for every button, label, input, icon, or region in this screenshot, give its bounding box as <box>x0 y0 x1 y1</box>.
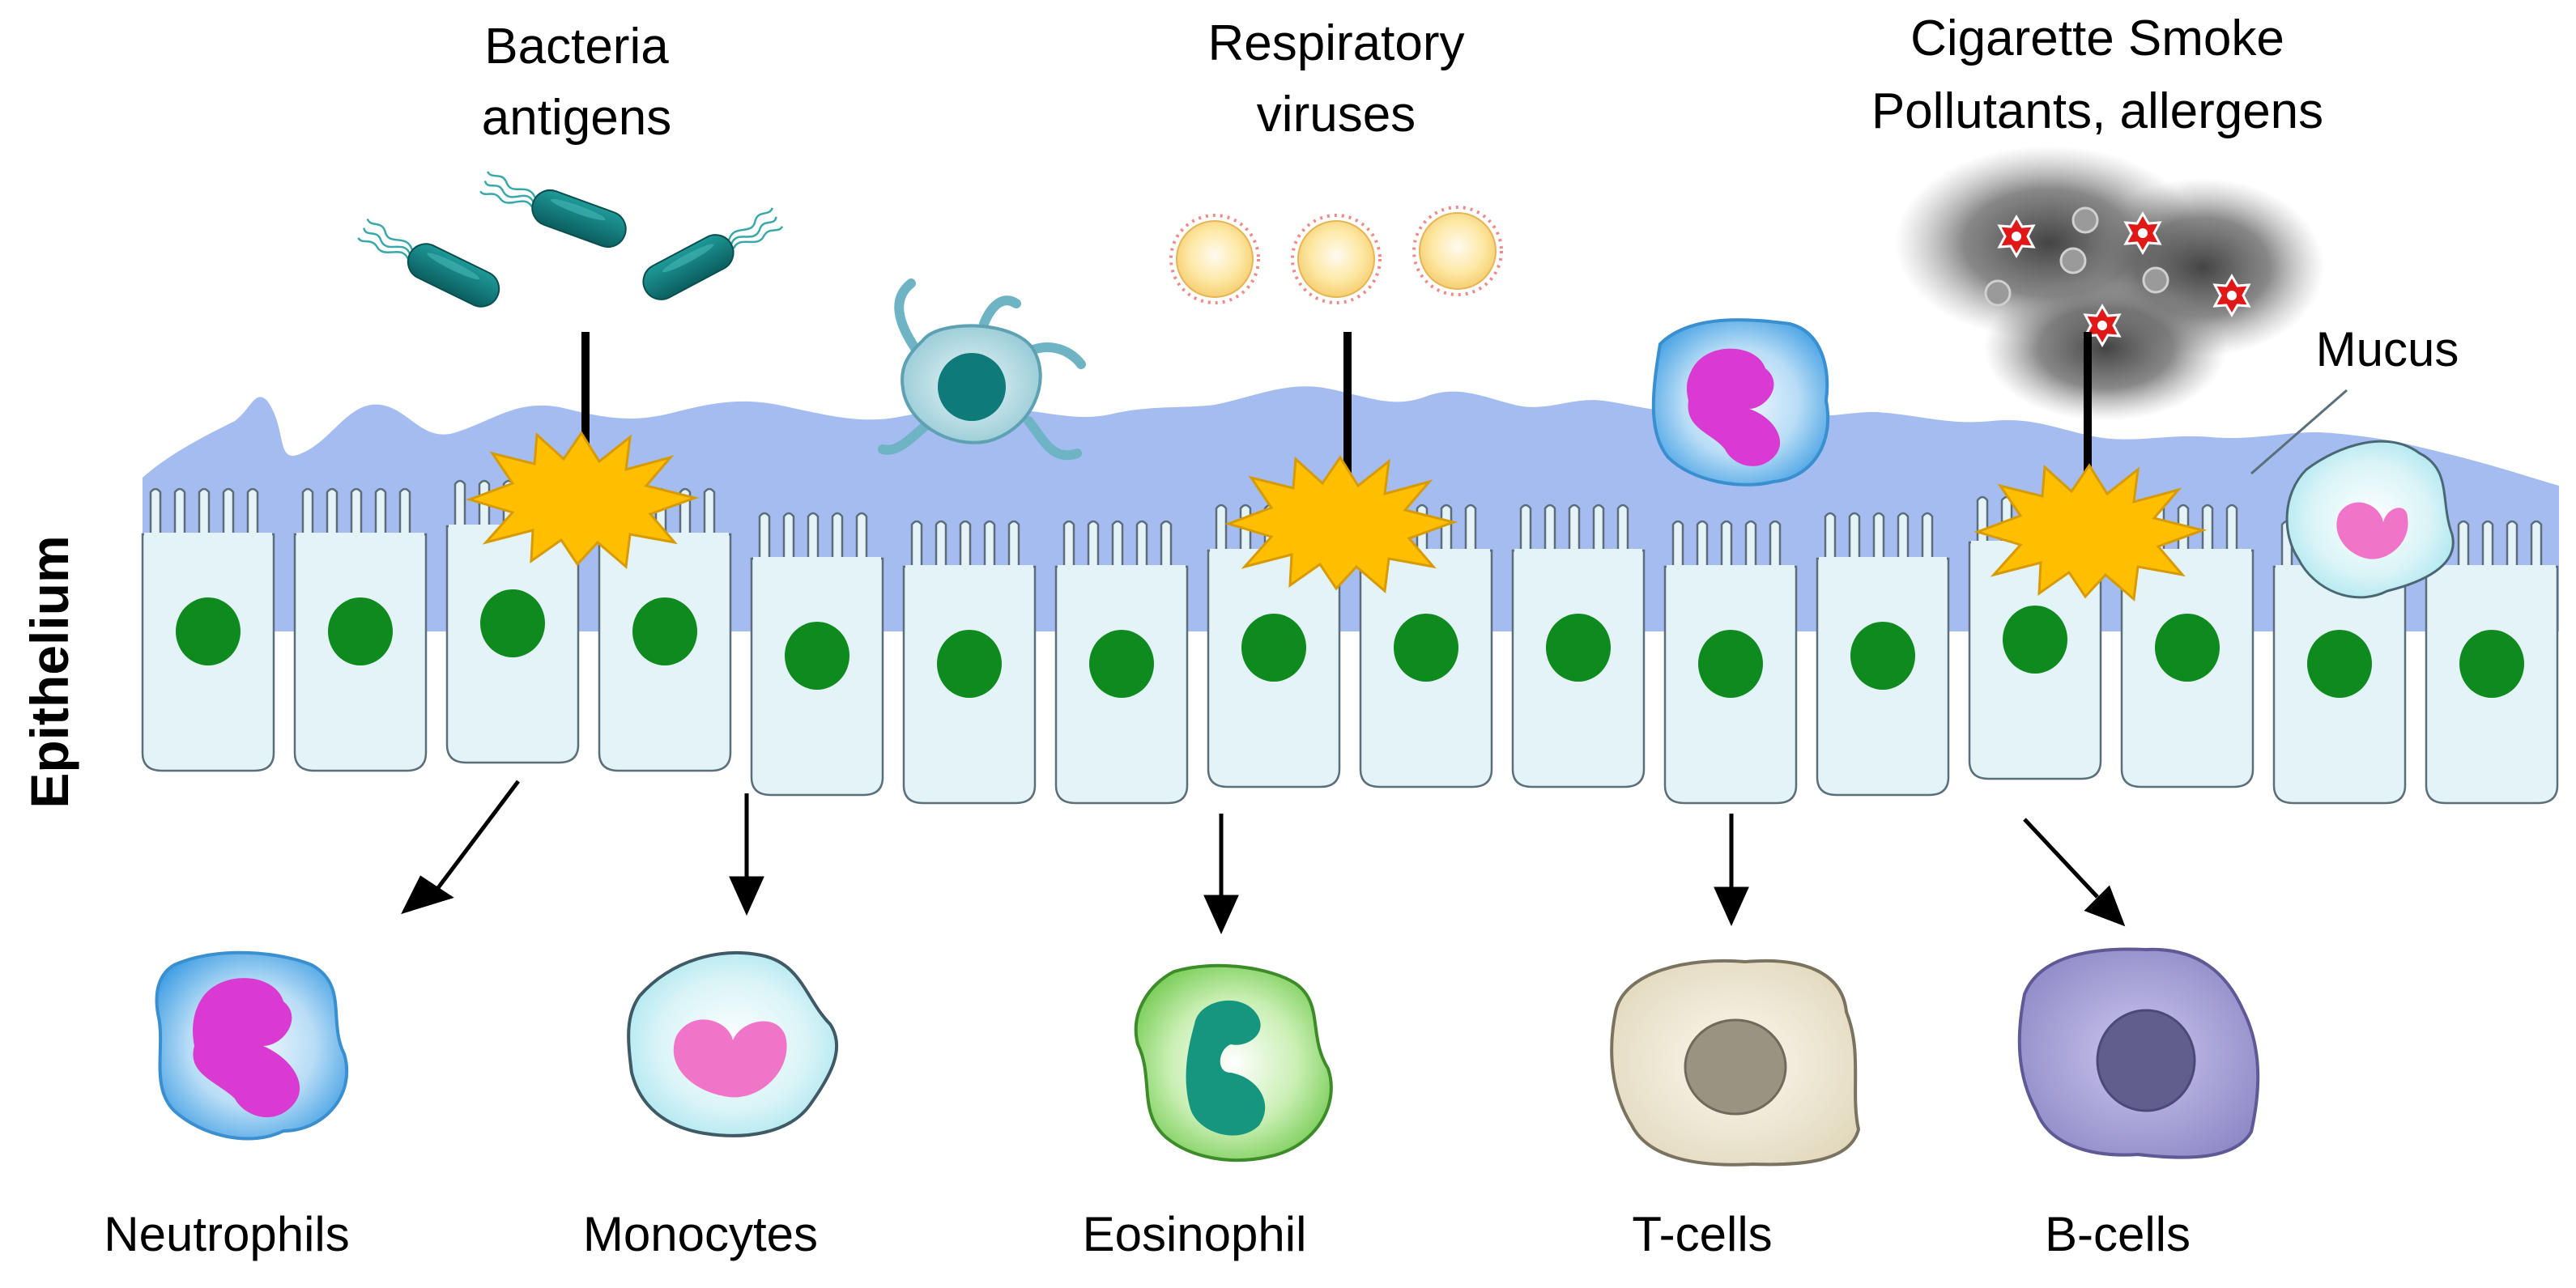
monocyte-icon <box>627 951 839 1137</box>
arrow-head-icon <box>1203 895 1239 935</box>
arrow-head-icon <box>401 875 454 915</box>
smoke-cloud <box>1895 146 2324 421</box>
b-cell-icon <box>2017 947 2260 1159</box>
b-cells-label: B-cells <box>2045 1207 2191 1261</box>
bacteria-label-line-1: Bacteria <box>484 19 669 74</box>
virus-group <box>1169 206 1503 304</box>
arrow-to-neutrophils <box>436 780 520 891</box>
smoke-label-line-1: Cigarette Smoke <box>1910 11 2284 66</box>
t-cells-label: T-cells <box>1632 1207 1772 1261</box>
arrow-head-icon <box>2084 885 2126 927</box>
smoke-pollutants-label: Cigarette Smoke Pollutants, allergens <box>1871 11 2323 139</box>
viruses-label-line-2: viruses <box>1257 87 1416 142</box>
mucus-label: Mucus <box>2316 322 2459 376</box>
bacterium-icon <box>475 165 632 253</box>
arrow-head-icon <box>729 876 764 916</box>
viruses-label-line-1: Respiratory <box>1208 15 1465 71</box>
dendritic-cell-icon <box>878 278 1086 461</box>
smoke-particle-icon <box>2059 247 2087 274</box>
neutrophil-in-mucus-icon <box>1651 318 1830 487</box>
virus-icon <box>1169 214 1260 304</box>
smoke-particle-icon <box>1984 279 2012 307</box>
epithelium-label: Epithelium <box>19 535 79 808</box>
monocyte-in-mucus-icon <box>2285 440 2455 599</box>
virus-icon <box>1412 206 1503 296</box>
arrow-head-icon <box>1714 886 1749 927</box>
mucus-leader-line <box>2250 389 2348 475</box>
bacteria-label-line-2: antigens <box>482 90 671 146</box>
t-cell-icon <box>1610 959 1861 1167</box>
smoke-label-line-2: Pollutants, allergens <box>1871 83 2323 139</box>
arrow-to-b-cells <box>2023 818 2099 899</box>
neutrophil-icon <box>155 950 349 1141</box>
smoke-particle-icon <box>2071 206 2099 234</box>
eosinophil-label: Eosinophil <box>1083 1207 1307 1261</box>
bacteria-antigens-label: Bacteria antigens <box>482 19 671 146</box>
respiratory-viruses-label: Respiratory viruses <box>1208 15 1465 142</box>
eosinophil-icon <box>1134 963 1333 1162</box>
bacterium-icon <box>636 202 788 307</box>
virus-icon <box>1291 214 1382 304</box>
monocytes-label: Monocytes <box>583 1207 818 1261</box>
recruitment-arrows <box>401 780 2126 935</box>
bacterium-icon <box>352 213 506 314</box>
smoke-particle-icon <box>2142 266 2169 294</box>
neutrophils-label: Neutrophils <box>104 1207 350 1261</box>
bacteria-group <box>352 165 788 314</box>
